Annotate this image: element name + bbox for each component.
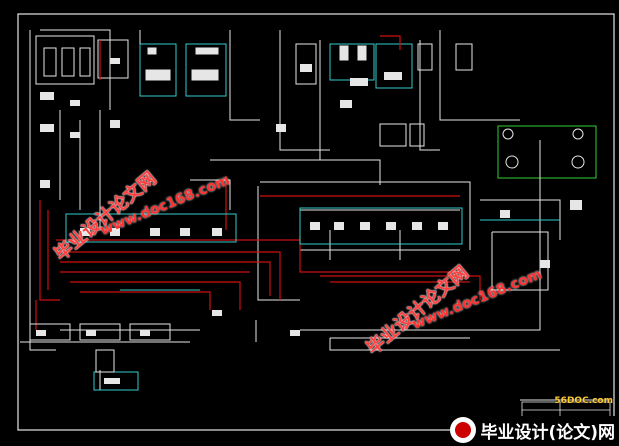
component-symbols (36, 58, 582, 384)
site-tag: 56DOC.com (554, 396, 613, 406)
logo-seal-icon (450, 417, 477, 443)
red-wiring (35, 35, 481, 330)
logo-bar: 毕业设计(论文)网 (450, 416, 615, 444)
drawing-frame (17, 13, 615, 431)
logo-text: 毕业设计(论文)网 (480, 422, 615, 443)
top-left-components (35, 35, 227, 97)
bottom-left-modules (29, 323, 171, 373)
cyan-wiring (65, 207, 560, 391)
top-right-components (295, 43, 597, 179)
